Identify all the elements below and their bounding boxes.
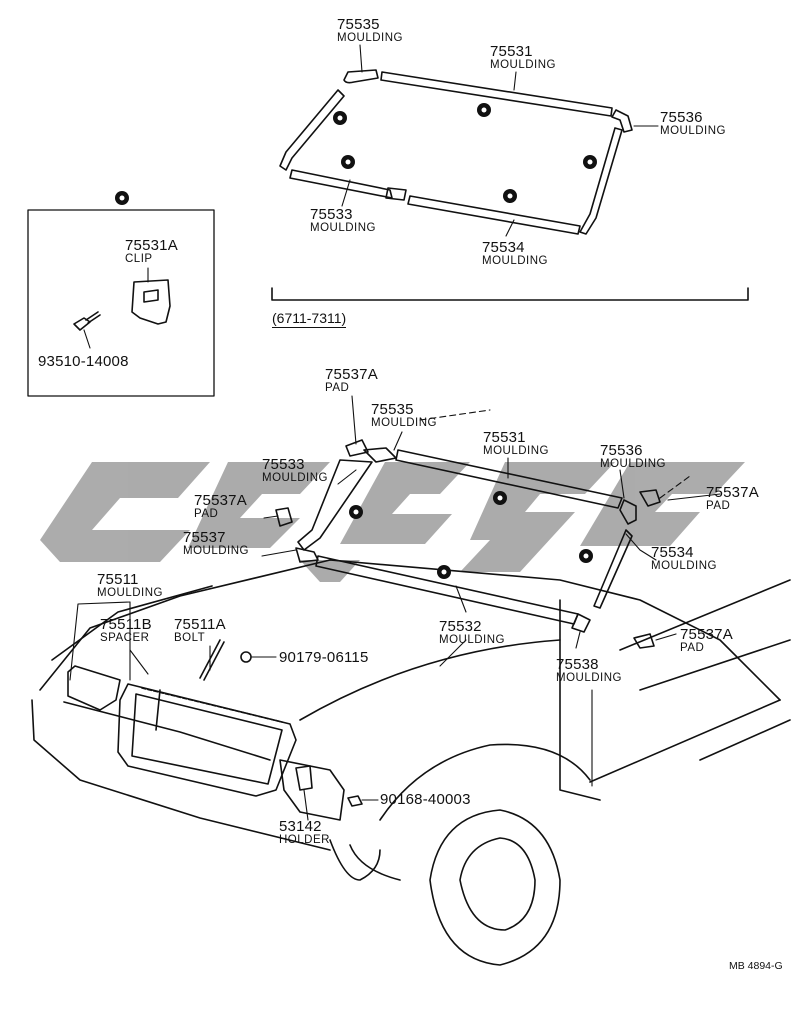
bolt-75511A bbox=[199, 639, 225, 681]
figure-code: MB 4894-G bbox=[729, 960, 783, 972]
screw-93510-14008 bbox=[73, 311, 101, 331]
clip-marker bbox=[503, 189, 517, 203]
clip-marker bbox=[579, 549, 593, 563]
upper-moulding-set bbox=[279, 69, 633, 235]
clip-marker bbox=[437, 565, 451, 579]
clip-75531A bbox=[131, 279, 171, 325]
clip-marker bbox=[341, 155, 355, 169]
leader-lines bbox=[69, 44, 721, 821]
clip-marker bbox=[333, 111, 347, 125]
range-label: (6711-7311) bbox=[272, 310, 347, 328]
nut-90179-06115 bbox=[240, 651, 252, 663]
watermark-logo bbox=[40, 462, 745, 582]
clip-box bbox=[27, 209, 215, 397]
part-label-90179-06115: 90179-06115 bbox=[279, 649, 369, 666]
clip-marker bbox=[349, 505, 363, 519]
clip-position-markers bbox=[115, 103, 597, 579]
lower-moulding-set bbox=[275, 439, 661, 649]
part-label-90168-40003: 90168-40003 bbox=[380, 791, 471, 808]
holder-53142 bbox=[295, 765, 313, 791]
clip-marker bbox=[115, 191, 129, 205]
part-label-93510-14008: 93510-14008 bbox=[38, 353, 129, 370]
range-bracket bbox=[271, 287, 749, 301]
clip-marker bbox=[583, 155, 597, 169]
clip-marker bbox=[477, 103, 491, 117]
clip-90168-40003 bbox=[347, 795, 363, 807]
clip-marker bbox=[493, 491, 507, 505]
grille-moulding-75511 bbox=[67, 665, 297, 797]
